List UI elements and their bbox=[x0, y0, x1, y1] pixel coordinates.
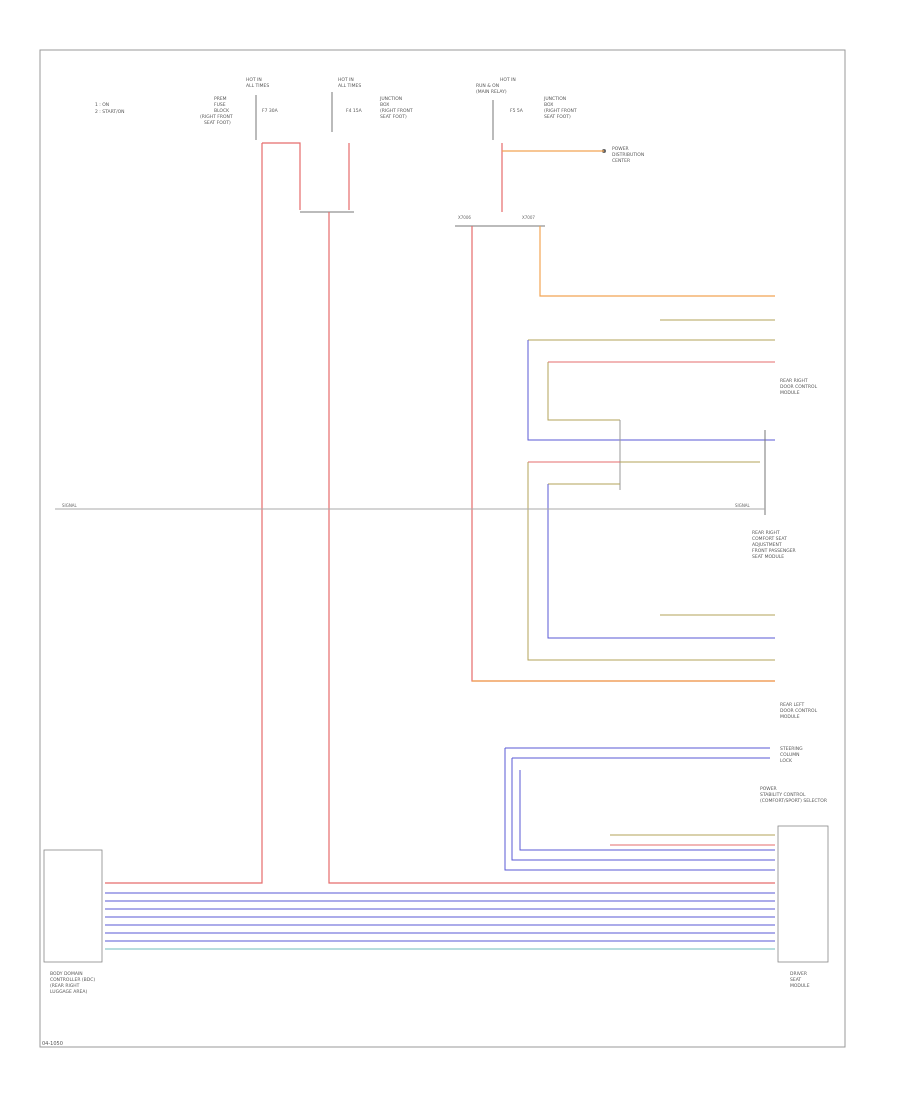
svg-text:SEAT: SEAT bbox=[790, 977, 801, 983]
svg-text:BOX: BOX bbox=[544, 102, 553, 108]
svg-text:BLOCK: BLOCK bbox=[214, 108, 230, 114]
svg-text:(RIGHT FRONT: (RIGHT FRONT bbox=[380, 108, 413, 114]
svg-text:SEAT FOOT): SEAT FOOT) bbox=[544, 114, 571, 120]
svg-text:SEAT FOOT): SEAT FOOT) bbox=[204, 120, 231, 126]
fuse-left: HOT IN ALL TIMES PREM FUSE BLOCK (RIGHT … bbox=[200, 77, 279, 140]
svg-text:F5 5A: F5 5A bbox=[510, 108, 524, 114]
svg-text:(RIGHT FRONT: (RIGHT FRONT bbox=[200, 114, 233, 120]
component-labels: REAR RIGHT DOOR CONTROL MODULE REAR RIGH… bbox=[50, 378, 827, 995]
fuse-middle: HOT IN ALL TIMES JUNCTION BOX (RIGHT FRO… bbox=[331, 77, 413, 132]
svg-text:COLUMN: COLUMN bbox=[780, 752, 800, 758]
svg-text:MODULE: MODULE bbox=[780, 390, 800, 396]
svg-text:SIGNAL: SIGNAL bbox=[735, 503, 751, 508]
door-module-wiring bbox=[527, 319, 775, 661]
svg-text:DOOR CONTROL: DOOR CONTROL bbox=[780, 708, 818, 714]
svg-text:SEAT FOOT): SEAT FOOT) bbox=[380, 114, 407, 120]
right-module-box bbox=[777, 825, 829, 963]
svg-text:SIGNAL: SIGNAL bbox=[62, 503, 78, 508]
svg-text:HOT IN: HOT IN bbox=[500, 77, 516, 83]
svg-text:CENTER: CENTER bbox=[612, 158, 630, 164]
footer-code: 04-1050 bbox=[42, 1041, 63, 1047]
switch-wiring bbox=[504, 747, 775, 871]
left-module-box bbox=[43, 849, 103, 963]
svg-text:RUN & ON: RUN & ON bbox=[476, 83, 499, 89]
svg-text:F7 30A: F7 30A bbox=[262, 108, 279, 114]
svg-text:REAR RIGHT: REAR RIGHT bbox=[752, 530, 780, 536]
signal-line: SIGNAL SIGNAL bbox=[55, 503, 765, 510]
svg-text:STABILITY CONTROL: STABILITY CONTROL bbox=[760, 792, 806, 798]
svg-text:X7006: X7006 bbox=[458, 215, 471, 220]
svg-text:(RIGHT FRONT: (RIGHT FRONT bbox=[544, 108, 577, 114]
svg-text:JUNCTION: JUNCTION bbox=[543, 96, 566, 102]
svg-text:CONTROLLER (BDC): CONTROLLER (BDC) bbox=[50, 977, 95, 983]
svg-text:SEAT MODULE: SEAT MODULE bbox=[752, 554, 784, 560]
svg-text:HOT IN: HOT IN bbox=[338, 77, 354, 83]
bus-lines bbox=[105, 892, 775, 950]
svg-text:ALL TIMES: ALL TIMES bbox=[338, 83, 361, 89]
svg-text:DRIVER: DRIVER bbox=[790, 971, 807, 977]
svg-text:COMFORT SEAT: COMFORT SEAT bbox=[752, 536, 787, 542]
svg-text:BOX: BOX bbox=[380, 102, 389, 108]
svg-text:POWER: POWER bbox=[612, 146, 629, 152]
svg-text:HOT IN: HOT IN bbox=[246, 77, 262, 83]
svg-text:(MAIN RELAY): (MAIN RELAY) bbox=[476, 89, 507, 95]
svg-text:DISTRIBUTION: DISTRIBUTION bbox=[612, 152, 644, 158]
svg-text:(COMFORT/SPORT) SELECTOR: (COMFORT/SPORT) SELECTOR bbox=[760, 798, 827, 804]
svg-text:(REAR RIGHT: (REAR RIGHT bbox=[50, 983, 80, 989]
svg-text:LUGGAGE AREA): LUGGAGE AREA) bbox=[50, 989, 87, 995]
svg-text:STEERING: STEERING bbox=[780, 746, 803, 752]
svg-text:POWER: POWER bbox=[760, 786, 777, 792]
svg-text:PREM: PREM bbox=[214, 96, 227, 102]
power-wires bbox=[105, 142, 775, 884]
legend-item-1: 1 : ON bbox=[95, 102, 109, 108]
svg-text:FUSE: FUSE bbox=[214, 102, 226, 108]
svg-text:MODULE: MODULE bbox=[780, 714, 800, 720]
svg-text:FRONT PASSENGER: FRONT PASSENGER bbox=[752, 548, 796, 554]
svg-text:ADJUSTMENT: ADJUSTMENT bbox=[752, 542, 782, 548]
legend-item-2: 2 : START/ON bbox=[95, 109, 125, 115]
splice-labels: X7006 X7007 bbox=[458, 215, 535, 220]
svg-text:JUNCTION: JUNCTION bbox=[379, 96, 402, 102]
svg-text:REAR LEFT: REAR LEFT bbox=[780, 702, 804, 708]
svg-text:X7007: X7007 bbox=[522, 215, 535, 220]
svg-text:F4 15A: F4 15A bbox=[346, 108, 363, 114]
svg-text:LOCK: LOCK bbox=[780, 758, 793, 764]
svg-text:DOOR CONTROL: DOOR CONTROL bbox=[780, 384, 818, 390]
fuse-right: HOT IN RUN & ON (MAIN RELAY) JUNCTION BO… bbox=[476, 77, 577, 140]
svg-text:MODULE: MODULE bbox=[790, 983, 810, 989]
svg-text:BODY DOMAIN: BODY DOMAIN bbox=[50, 971, 83, 977]
diagram-frame bbox=[39, 49, 846, 1048]
svg-text:REAR RIGHT: REAR RIGHT bbox=[780, 378, 808, 384]
svg-text:ALL TIMES: ALL TIMES bbox=[246, 83, 269, 89]
power-distribution-center: POWER DISTRIBUTION CENTER bbox=[602, 146, 644, 164]
legend: 1 : ON 2 : START/ON bbox=[95, 102, 125, 115]
